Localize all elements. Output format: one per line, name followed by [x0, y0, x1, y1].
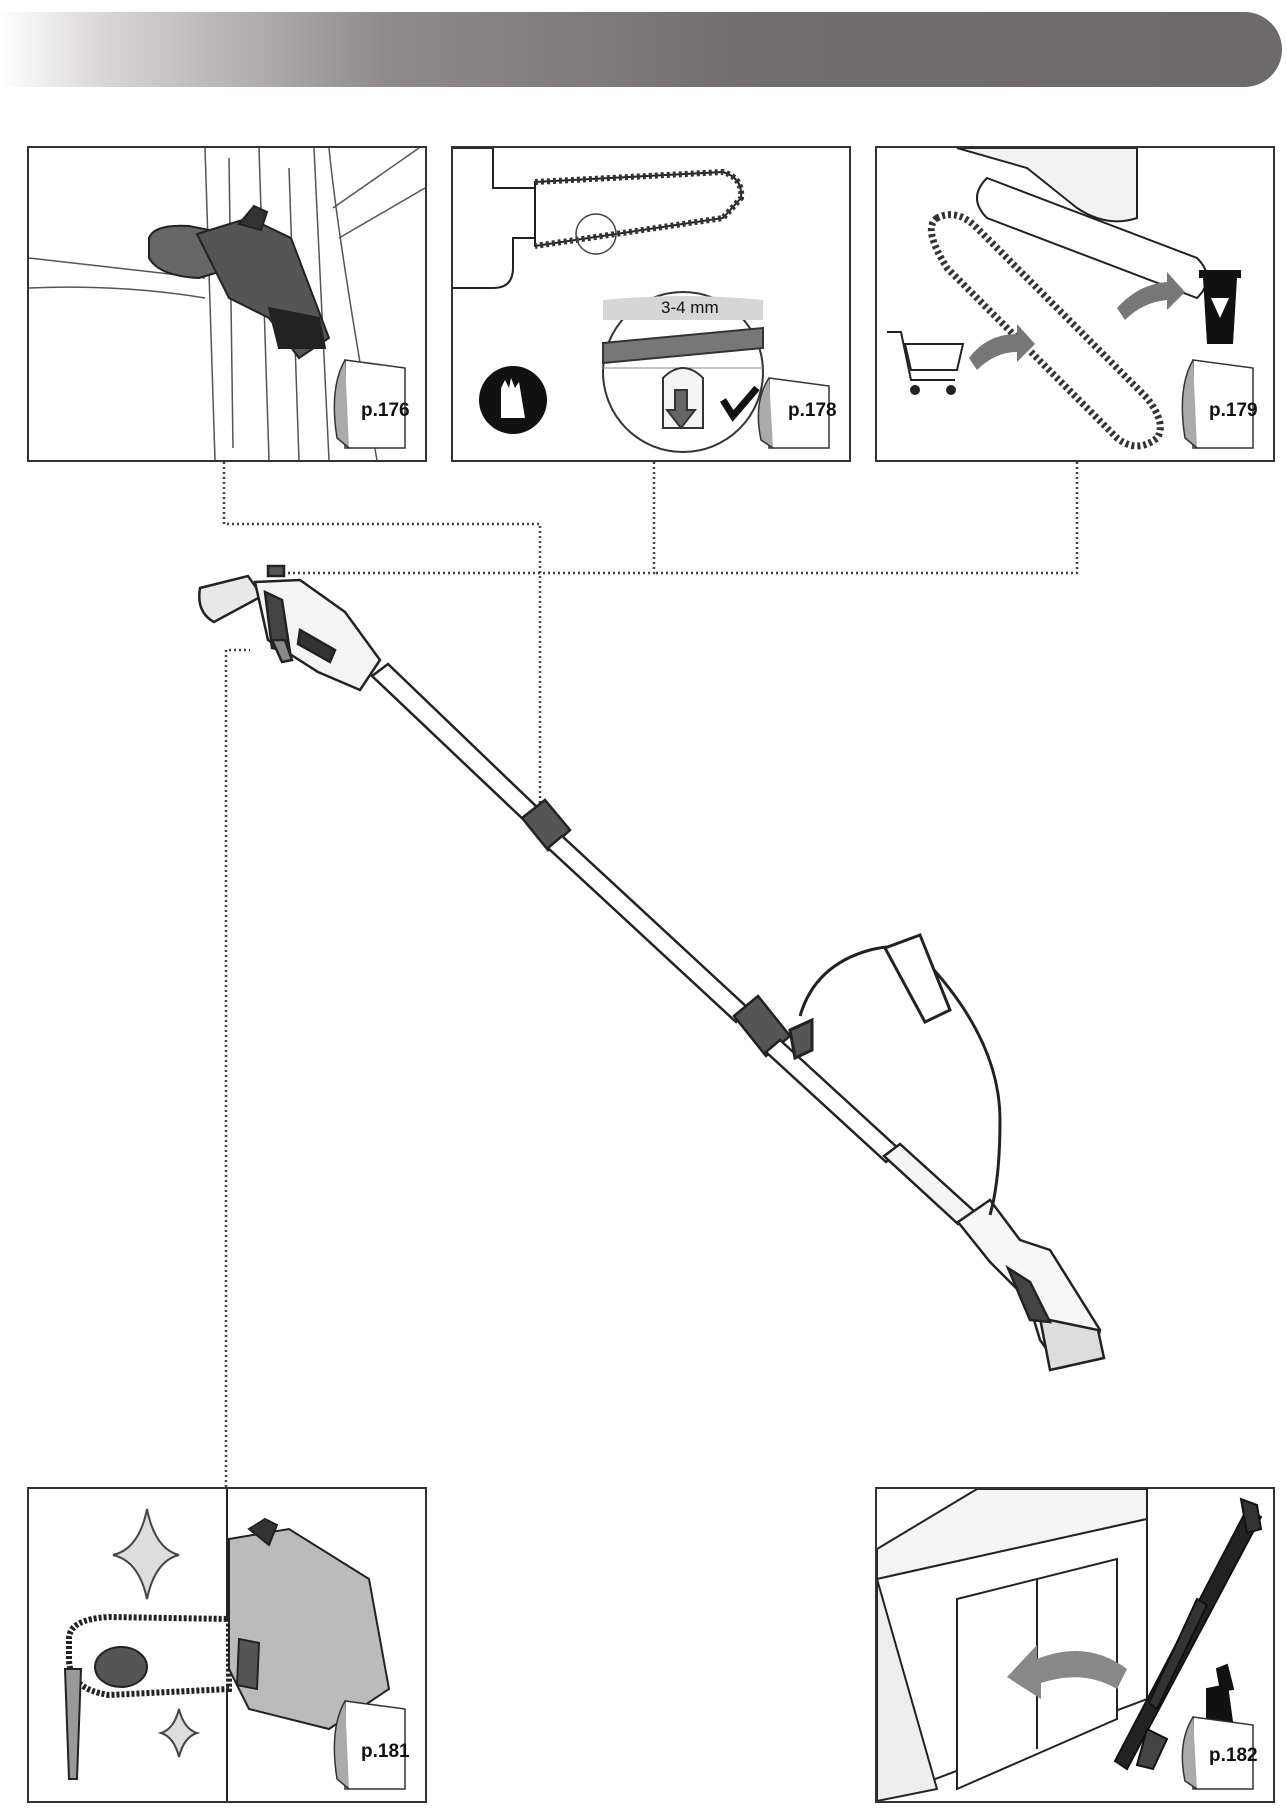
panel-chain-replacement: p.179	[875, 146, 1275, 462]
panel-storage: p.182	[875, 1487, 1275, 1803]
leader-line-cleaning	[226, 650, 250, 1487]
page-reference: p.181	[361, 1741, 410, 1763]
page-reference: p.176	[361, 400, 410, 422]
leader-line-replacement	[654, 462, 1077, 573]
leader-line-tension	[265, 462, 654, 573]
page-reference: p.182	[1209, 1745, 1258, 1767]
page-reference: p.178	[788, 400, 837, 422]
rear-handle	[958, 1200, 1104, 1370]
panel-chain-tension: 3-4 mm p.178	[451, 146, 851, 462]
telescopic-pole	[372, 664, 975, 1224]
panel-cutting: p.176	[27, 146, 427, 462]
page-reference: p.179	[1209, 400, 1258, 422]
panel-cleaning: p.181	[27, 1487, 427, 1803]
shoulder-strap	[790, 935, 1000, 1215]
